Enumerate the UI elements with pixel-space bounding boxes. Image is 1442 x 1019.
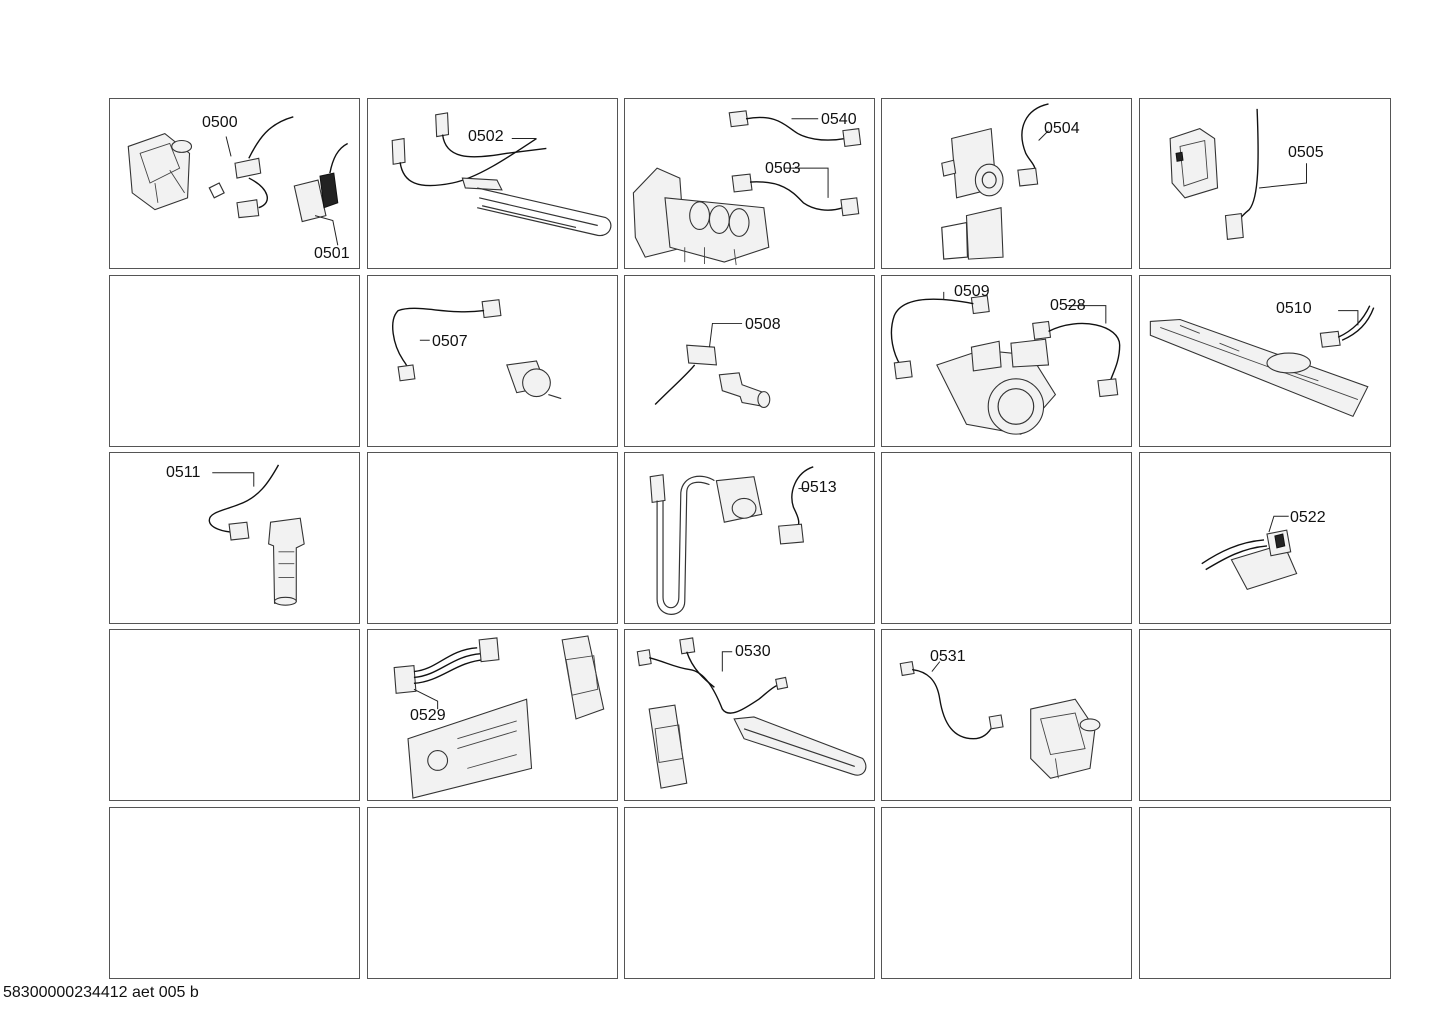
- cell-empty-r5c2: [367, 807, 618, 979]
- cell-empty-r3c2: [367, 452, 618, 624]
- part-label-0507: 0507: [432, 333, 468, 350]
- cell-heater-harness: 0502: [367, 98, 618, 269]
- cell-empty-r3c4: [881, 452, 1132, 624]
- control-module-drawing: [393, 635, 605, 799]
- cell-empty-r5c1: [109, 807, 360, 979]
- aquastop-sensor-drawing: [208, 464, 305, 606]
- cell-empty-r2c1: [109, 275, 360, 447]
- drain-pump-drawing: [890, 291, 1121, 435]
- part-label-0531: 0531: [930, 648, 966, 665]
- cell-empty-r5c5: [1139, 807, 1391, 979]
- part-label-0509: 0509: [954, 283, 990, 300]
- part-label-0510: 0510: [1276, 300, 1312, 317]
- part-label-0504: 0504: [1044, 120, 1080, 137]
- cell-ntc-sensor: 0508: [624, 275, 875, 447]
- heater-harness-drawing: [391, 112, 612, 236]
- part-label-0500: 0500: [202, 114, 238, 131]
- pressure-sensor-drawing: [1149, 305, 1375, 418]
- cell-heater-module: 0530: [624, 629, 875, 801]
- cell-motor-harness: 0531: [881, 629, 1132, 801]
- cell-empty-r4c1: [109, 629, 360, 801]
- cell-pump-harness: 0500 0501: [109, 98, 360, 269]
- motor-harness-drawing: [899, 661, 1101, 779]
- cell-pressure-switch: 0507: [367, 275, 618, 447]
- part-label-0528: 0528: [1050, 297, 1086, 314]
- cell-aquastop-sensor: 0511: [109, 452, 360, 624]
- cell-door-lock: 0505: [1139, 98, 1391, 269]
- cell-control-module: 0529: [367, 629, 618, 801]
- inlet-valve-drawing: [941, 103, 1049, 260]
- cell-empty-r5c4: [881, 807, 1132, 979]
- part-label-0511: 0511: [166, 464, 201, 481]
- part-label-0540: 0540: [821, 111, 857, 128]
- cell-pressure-sensor: 0510: [1139, 275, 1391, 447]
- ntc-sensor-drawing: [654, 322, 771, 408]
- part-label-0502: 0502: [468, 128, 504, 145]
- part-label-0508: 0508: [745, 316, 781, 333]
- part-label-0529: 0529: [410, 707, 446, 724]
- cell-inlet-valve: 0504: [881, 98, 1132, 269]
- part-label-0522: 0522: [1290, 509, 1326, 526]
- pressure-switch-drawing: [392, 299, 562, 400]
- cell-empty-r4c5: [1139, 629, 1391, 801]
- document-code: 58300000234412 aet 005 b: [3, 984, 199, 1001]
- cell-empty-r5c3: [624, 807, 875, 979]
- cell-hose-harness: 0513: [624, 452, 875, 624]
- cell-valve-harnesses: 0540 0503: [624, 98, 875, 269]
- parts-grid: 0500 0501 0502: [109, 98, 1391, 979]
- door-lock-drawing: [1169, 108, 1308, 240]
- cell-power-module: 0522: [1139, 452, 1391, 624]
- part-label-0501: 0501: [314, 245, 350, 262]
- part-label-0530: 0530: [735, 643, 771, 660]
- part-label-0505: 0505: [1288, 144, 1324, 161]
- pump-harness-drawing: [127, 116, 348, 246]
- part-label-0503: 0503: [765, 160, 801, 177]
- hose-harness-drawing: [649, 466, 814, 615]
- cell-drain-pump: 0509 0528: [881, 275, 1132, 447]
- valve-harnesses-drawing: [632, 110, 862, 266]
- heater-module-drawing: [636, 637, 867, 789]
- part-label-0513: 0513: [801, 479, 837, 496]
- power-module-drawing: [1201, 515, 1298, 591]
